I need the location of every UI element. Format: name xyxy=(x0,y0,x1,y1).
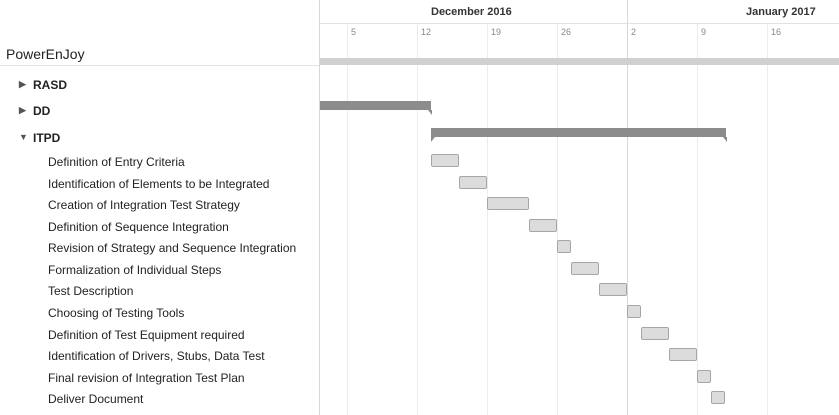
day-tick: 19 xyxy=(491,27,502,37)
task-row[interactable]: Choosing of Testing Tools xyxy=(48,306,185,320)
task-bar[interactable] xyxy=(641,327,669,340)
task-row[interactable]: Test Description xyxy=(48,284,134,298)
task-row[interactable]: Deliver Document xyxy=(48,392,144,406)
task-bar[interactable] xyxy=(459,176,487,189)
task-bar[interactable] xyxy=(711,391,725,404)
gridline xyxy=(487,24,488,415)
project-summary-bar[interactable] xyxy=(320,58,839,65)
group-label: ITPD xyxy=(33,131,61,145)
task-row[interactable]: Definition of Entry Criteria xyxy=(48,155,185,169)
bar-end-marker xyxy=(723,137,727,142)
task-bar[interactable] xyxy=(529,219,557,232)
task-bar[interactable] xyxy=(487,197,529,210)
task-row[interactable]: Creation of Integration Test Strategy xyxy=(48,198,240,212)
month-label-january: January 2017 xyxy=(746,6,816,18)
gridline xyxy=(417,24,418,415)
triangle-right-icon[interactable]: ▶ xyxy=(19,79,26,89)
group-row-itpd[interactable]: ▼ ITPD xyxy=(0,129,319,149)
day-tick: 5 xyxy=(351,27,357,37)
header-divider xyxy=(320,23,839,24)
group-label: RASD xyxy=(33,78,68,92)
itpd-summary-bar[interactable] xyxy=(431,128,727,142)
day-tick: 12 xyxy=(421,27,432,37)
bar-end-marker xyxy=(428,110,432,115)
project-title[interactable]: PowerEnJoy xyxy=(6,46,85,62)
task-bar[interactable] xyxy=(697,370,711,383)
day-tick: 26 xyxy=(561,27,572,37)
dd-summary-bar[interactable] xyxy=(320,101,432,115)
task-row[interactable]: Definition of Test Equipment required xyxy=(48,328,245,342)
task-list-panel: PowerEnJoy ▶ RASD ▶ DD ▼ ITPD Definition… xyxy=(0,0,319,415)
triangle-right-icon[interactable]: ▶ xyxy=(19,105,26,115)
day-tick: 2 xyxy=(631,27,637,37)
gridline xyxy=(557,24,558,415)
task-row[interactable]: Definition of Sequence Integration xyxy=(48,220,229,234)
group-label: DD xyxy=(33,104,51,118)
group-row-rasd[interactable]: ▶ RASD xyxy=(0,76,319,96)
task-bar[interactable] xyxy=(431,154,459,167)
task-row[interactable]: Identification of Elements to be Integra… xyxy=(48,177,270,191)
gantt-timeline[interactable]: December 2016 January 2017 5 12 19 26 2 … xyxy=(320,0,839,415)
task-row[interactable]: Final revision of Integration Test Plan xyxy=(48,371,245,385)
gridline xyxy=(347,24,348,415)
task-bar[interactable] xyxy=(599,283,627,296)
day-tick: 16 xyxy=(771,27,782,37)
divider xyxy=(0,65,319,66)
task-bar[interactable] xyxy=(627,305,641,318)
gridline xyxy=(697,24,698,415)
task-row[interactable]: Identification of Drivers, Stubs, Data T… xyxy=(48,349,265,363)
task-bar[interactable] xyxy=(669,348,697,361)
task-bar[interactable] xyxy=(557,240,571,253)
task-bar[interactable] xyxy=(571,262,599,275)
bar-start-marker xyxy=(431,137,435,142)
month-separator xyxy=(627,0,628,415)
panel-divider[interactable] xyxy=(319,0,320,415)
month-label-december: December 2016 xyxy=(431,6,512,18)
group-row-dd[interactable]: ▶ DD xyxy=(0,102,319,122)
day-tick: 9 xyxy=(701,27,707,37)
task-row[interactable]: Revision of Strategy and Sequence Integr… xyxy=(48,241,297,255)
triangle-down-icon[interactable]: ▼ xyxy=(19,132,28,142)
gridline xyxy=(767,24,768,415)
task-row[interactable]: Formalization of Individual Steps xyxy=(48,263,222,277)
